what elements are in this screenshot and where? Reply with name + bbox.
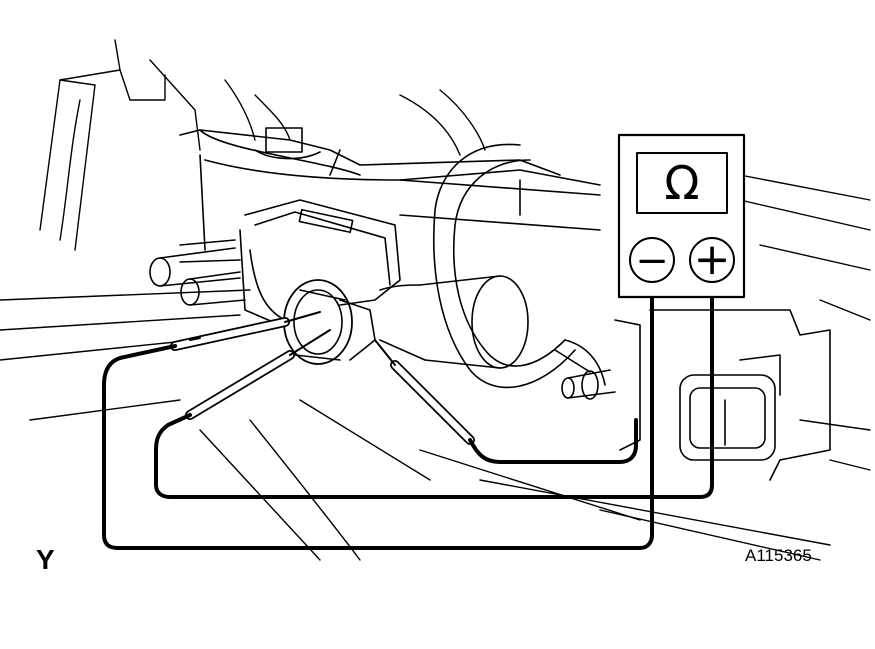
positive-terminal (689, 237, 735, 283)
negative-sign: − (635, 238, 669, 284)
lead-wire-negative (102, 286, 654, 550)
lead-wire-body-ground (468, 418, 638, 464)
ohmmeter-display (636, 152, 728, 214)
ohm-symbol: Ω (664, 156, 699, 210)
lead-wire-positive (154, 286, 714, 499)
ohmmeter: Ω − + (617, 133, 746, 299)
vacuum-hose (379, 143, 616, 400)
view-label: Y (36, 544, 55, 575)
right-bracket (614, 309, 831, 481)
engine-bay-background (0, 39, 871, 561)
vsv-valve-body (149, 127, 601, 365)
test-leads (102, 286, 714, 550)
positive-sign: + (694, 234, 731, 285)
probe-black (170, 311, 321, 351)
probe-red (185, 329, 331, 420)
probe-body (374, 339, 475, 445)
negative-terminal (629, 237, 675, 283)
figure-id: A115365 (745, 546, 812, 565)
